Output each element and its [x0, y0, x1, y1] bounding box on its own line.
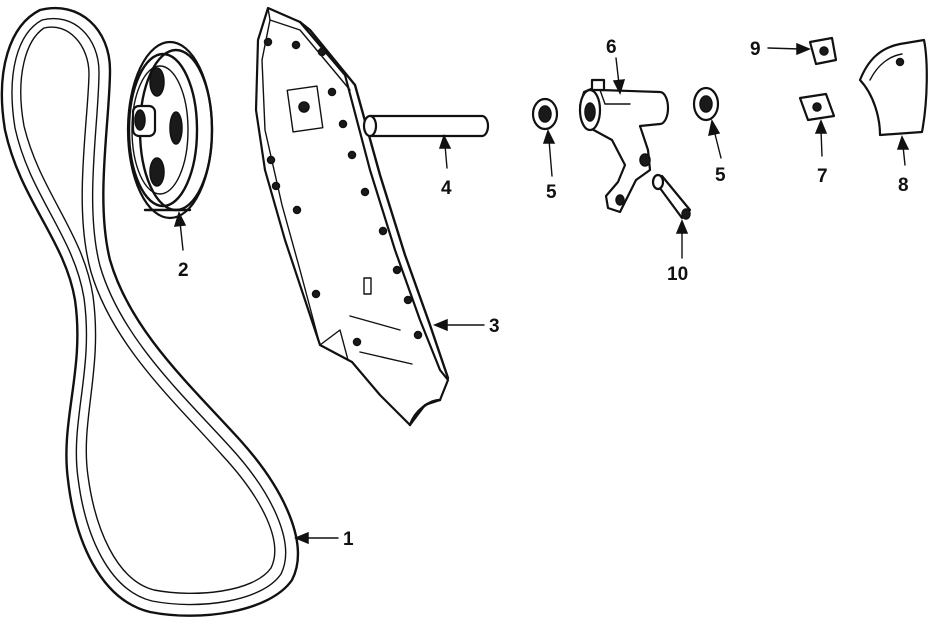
shield — [858, 38, 928, 137]
pin — [651, 173, 692, 220]
callout-label-10: 10 — [667, 264, 688, 285]
pulley — [126, 40, 214, 220]
nut-upper — [808, 36, 838, 66]
nut-lower — [798, 92, 836, 122]
callout-3: 3 — [433, 316, 500, 337]
bracket — [578, 78, 670, 214]
callout-label-1: 1 — [343, 529, 354, 550]
callout-7: 7 — [814, 119, 828, 187]
callout-label-6: 6 — [606, 37, 617, 58]
callout-6: 6 — [606, 37, 626, 96]
callout-label-3: 3 — [489, 316, 500, 337]
callout-label-5b: 5 — [715, 165, 726, 186]
callout-label-4: 4 — [441, 178, 452, 199]
frame — [254, 6, 450, 427]
callout-9: 9 — [750, 39, 811, 60]
belt — [0, 6, 300, 617]
callout-5-right: 5 — [708, 118, 726, 186]
callout-label-8: 8 — [898, 175, 909, 196]
callout-5-left: 5 — [542, 129, 557, 203]
callout-label-9: 9 — [750, 39, 761, 60]
callout-8: 8 — [896, 135, 910, 196]
shaft — [362, 114, 490, 138]
callout-4: 4 — [438, 134, 452, 199]
callout-10: 10 — [667, 219, 688, 285]
bushing-right — [692, 86, 720, 122]
callout-label-5a: 5 — [546, 182, 557, 203]
callout-label-2: 2 — [178, 260, 189, 281]
bushing-left — [531, 97, 559, 131]
callout-2: 2 — [173, 210, 189, 281]
callout-label-7: 7 — [817, 166, 828, 187]
callout-1: 1 — [294, 529, 354, 550]
